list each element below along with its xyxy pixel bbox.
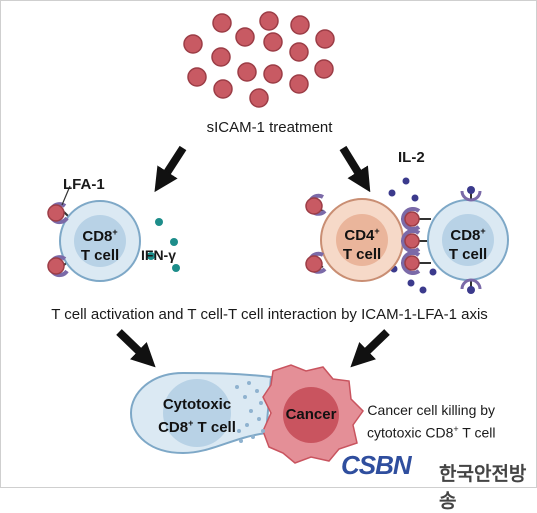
cd8-left-label: CD8+T cell xyxy=(80,227,120,264)
ifn-gamma-label: IFN-γ xyxy=(141,247,176,263)
il2-dot xyxy=(419,286,427,294)
il2-label: IL-2 xyxy=(398,149,425,166)
bound-sicam xyxy=(47,257,65,275)
ifn-dot xyxy=(170,238,178,246)
diagram-svg xyxy=(47,11,509,464)
ifn-dot xyxy=(172,264,180,272)
sicam-molecule xyxy=(237,62,257,82)
cd8-t-cell-left xyxy=(47,185,141,282)
killing-scene xyxy=(129,364,364,464)
cd4-t-cell xyxy=(305,193,404,282)
cancer-label: Cancer xyxy=(285,406,337,423)
il2-dot xyxy=(407,279,415,287)
ifn-gamma-dots xyxy=(147,218,180,272)
icam-lfa1-bridge xyxy=(401,207,431,275)
lfa1-label: LFA-1 xyxy=(63,176,105,193)
watermark-logo: CSBN xyxy=(341,450,412,480)
sicam-molecule xyxy=(211,47,231,67)
sicam-molecule xyxy=(289,42,309,62)
watermark-text: 한국안전방송 xyxy=(439,464,527,512)
sicam-molecule xyxy=(290,15,310,35)
sicam-molecule xyxy=(315,29,335,49)
arrow-left-to-killing xyxy=(116,329,156,368)
sicam-molecule xyxy=(249,88,269,108)
il2-dot xyxy=(402,177,410,185)
arrow-right-to-killing xyxy=(350,329,390,368)
sicam-molecule xyxy=(259,11,279,31)
cd8-right-label: CD8+T cell xyxy=(448,226,488,263)
bound-sicam xyxy=(47,204,65,222)
sicam-molecule xyxy=(263,64,283,84)
sicam-molecule xyxy=(187,67,207,87)
il2-dot xyxy=(388,189,396,197)
arrow-to-cd4 xyxy=(339,145,371,193)
sicam-molecule xyxy=(314,59,334,79)
axis-interaction-label: T cell activation and T cell-T cell inte… xyxy=(51,306,488,323)
sicam-molecule xyxy=(289,74,309,94)
sicam-molecule xyxy=(213,79,233,99)
il2-dot xyxy=(429,268,437,276)
granules xyxy=(235,381,265,443)
ifn-dot xyxy=(147,252,155,260)
sicam-molecule xyxy=(183,34,203,54)
sicam-molecule xyxy=(212,13,232,33)
sicam-molecule xyxy=(235,27,255,47)
cd4-label: CD4+T cell xyxy=(342,226,382,263)
arrow-to-cd8 xyxy=(154,145,187,193)
treatment-label: sICAM-1 treatment xyxy=(206,119,333,136)
cd8-t-cell-right xyxy=(427,186,509,294)
il2-dots xyxy=(388,177,437,294)
il2-dot xyxy=(411,194,419,202)
sicam-molecule xyxy=(263,32,283,52)
sicam-molecules xyxy=(183,11,335,108)
ifn-dot xyxy=(155,218,163,226)
